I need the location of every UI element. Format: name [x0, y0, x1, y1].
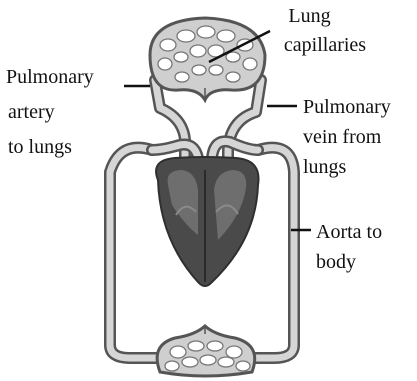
body-capillary-bed	[157, 326, 255, 376]
lung-capillary-bed	[150, 18, 265, 100]
label-pulmonary-artery: Pulmonary artery to lungs	[6, 66, 99, 158]
label-pulmonary-vein: Pulmonary vein from lungs	[303, 96, 396, 178]
label-aorta: Aorta to body	[316, 221, 387, 273]
label-lung-capillaries: Lung capillaries	[284, 5, 366, 56]
heart	[156, 157, 258, 286]
